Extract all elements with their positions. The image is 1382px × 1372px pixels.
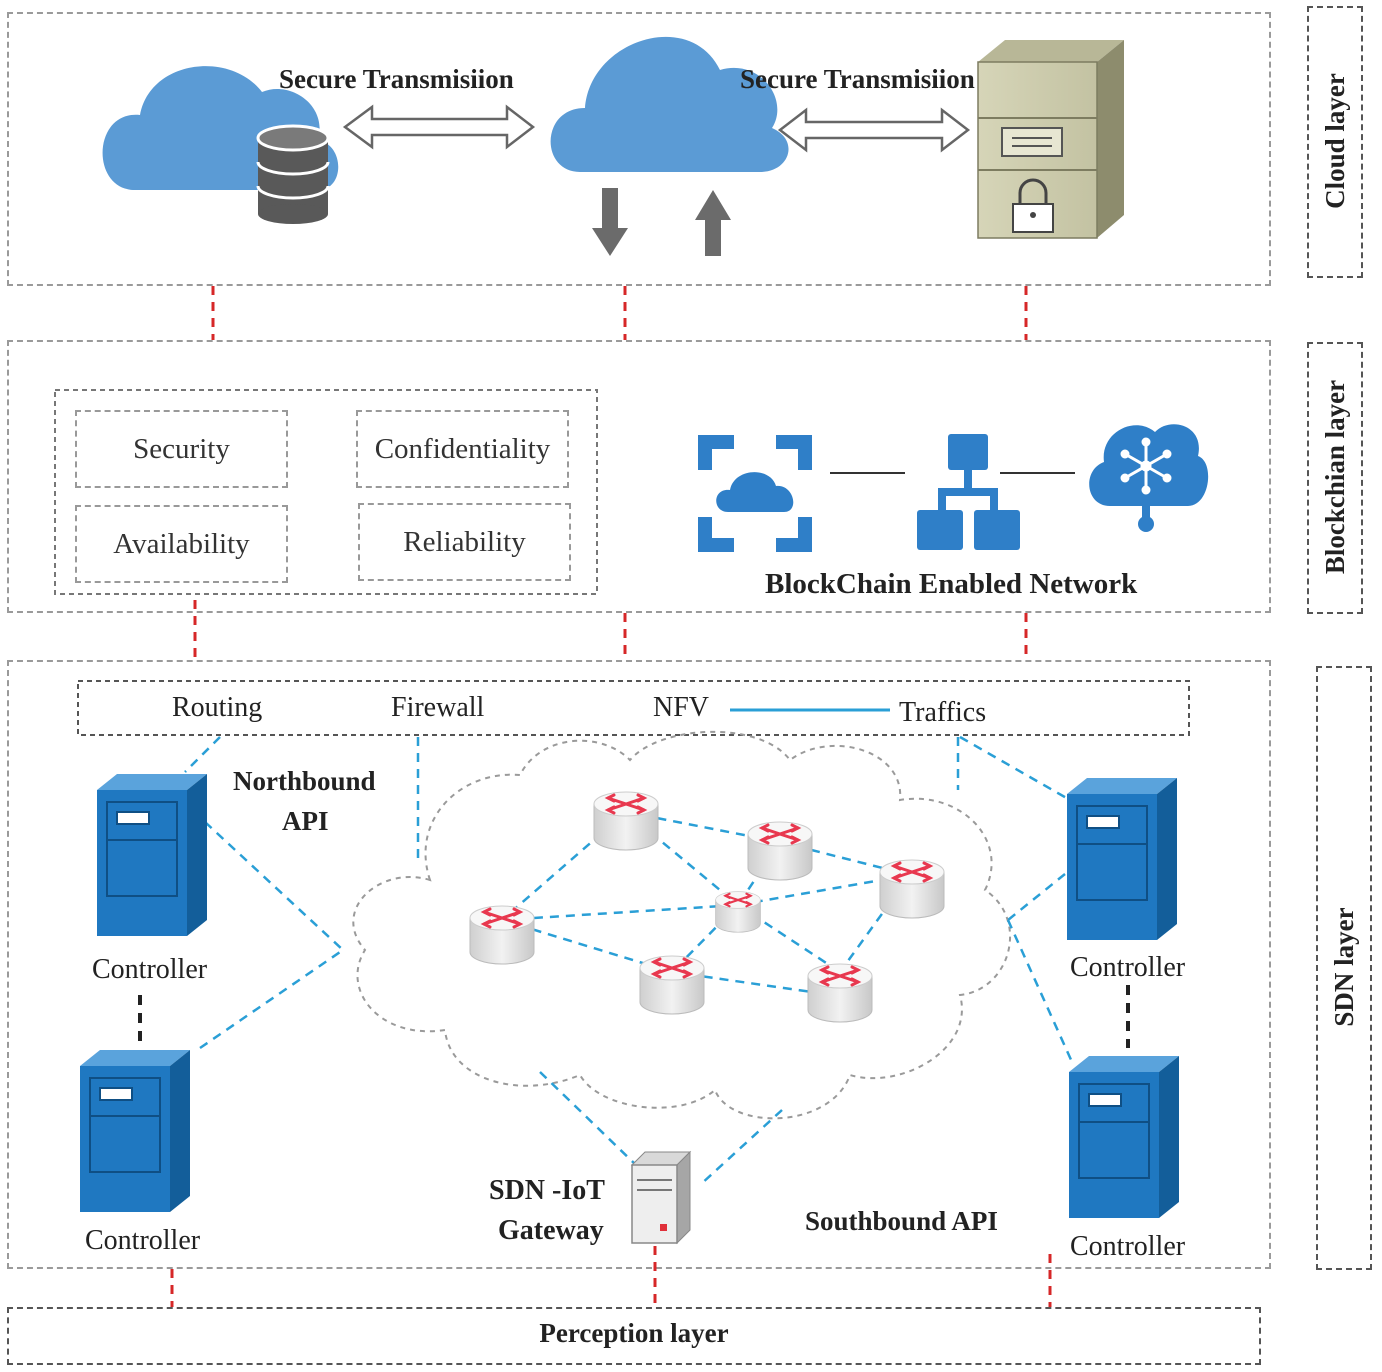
- upload-arrow-icon: [695, 190, 731, 256]
- southbound-api-label: Southbound API: [805, 1206, 998, 1236]
- northbound-api-label-line1: Northbound: [233, 766, 376, 796]
- router-icon: [878, 858, 946, 920]
- property-reliability: Reliability: [358, 503, 571, 581]
- perception-layer-label: Perception layer: [539, 1318, 729, 1348]
- controller-label-right-top: Controller: [1070, 952, 1186, 983]
- property-availability: Availability: [75, 505, 288, 583]
- sdn-layer-label-box: [1316, 666, 1372, 1270]
- layer-connectors: [170, 286, 1052, 1307]
- cloud-network-icon: [1089, 424, 1209, 532]
- router-icon: [746, 820, 814, 882]
- blockchain-layer-label-box: [1307, 342, 1363, 614]
- router-icon: [468, 904, 536, 966]
- router-icon: [714, 890, 762, 934]
- cloud-layer-label-box: [1307, 6, 1363, 278]
- controller-icon-right-top: [1066, 777, 1178, 941]
- gateway-label-line1: SDN -IoT: [489, 1175, 605, 1206]
- service-firewall: Firewall: [391, 692, 485, 723]
- property-security: Security: [75, 410, 288, 488]
- lock-icon: [1012, 178, 1054, 233]
- router-icon: [592, 790, 660, 852]
- hierarchy-icon: [917, 434, 1020, 550]
- secure-transmission-arrow-right: [777, 107, 971, 153]
- controller-label-right-bottom: Controller: [1070, 1231, 1186, 1262]
- northbound-api-label-line2: API: [282, 806, 329, 836]
- service-traffics: Traffics: [899, 697, 987, 728]
- services-bar: [77, 680, 1190, 736]
- properties-group-frame: [54, 389, 598, 595]
- router-icon: [638, 954, 706, 1016]
- controller-label-left-top: Controller: [92, 954, 208, 985]
- gateway-server-icon: [630, 1150, 692, 1245]
- gateway-label-line2: Gateway: [498, 1215, 604, 1246]
- hub-icon: [698, 435, 812, 552]
- secure-transmission-label-left: Secure Transmisiion: [279, 64, 514, 94]
- database-icon: [256, 124, 330, 224]
- controller-icon-left-top: [96, 773, 208, 937]
- sdn-layer-frame: [7, 660, 1271, 1269]
- property-confidentiality: Confidentiality: [356, 410, 569, 488]
- network-cloud-outline: [352, 730, 1011, 1120]
- blockchain-layer-frame: [7, 340, 1271, 613]
- service-nfv: NFV: [653, 692, 710, 723]
- controller-icon-left-bottom: [79, 1049, 191, 1213]
- controller-icon-right-bottom: [1068, 1055, 1180, 1219]
- central-cloud-icon: [550, 36, 789, 172]
- perception-layer-frame: [7, 1307, 1261, 1365]
- service-routing: Routing: [172, 692, 263, 723]
- cloud-layer-frame: [7, 12, 1271, 286]
- secure-transmission-arrow-left: [342, 104, 536, 150]
- controller-label-left-bottom: Controller: [85, 1225, 201, 1256]
- download-arrow-icon: [592, 188, 628, 256]
- router-icon: [806, 962, 874, 1024]
- blockchain-network-label: BlockChain Enabled Network: [765, 568, 1138, 600]
- secure-transmission-label-right: Secure Transmisiion: [740, 64, 975, 94]
